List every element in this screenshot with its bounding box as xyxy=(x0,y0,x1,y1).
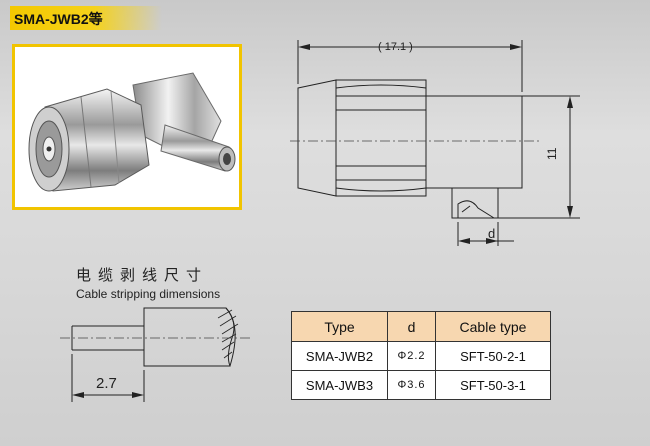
table-row: SMA-JWB2 Φ2.2 SFT-50-2-1 xyxy=(291,341,551,371)
header-d: d xyxy=(387,311,436,342)
page-title: SMA-JWB2等 xyxy=(14,11,103,27)
title-highlight-bar xyxy=(10,6,162,30)
cell-d: Φ2.2 xyxy=(387,341,436,371)
d-dimension-label: d xyxy=(488,226,495,241)
product-photo xyxy=(12,44,242,210)
cell-type: SMA-JWB3 xyxy=(291,370,388,400)
table-row: SMA-JWB3 Φ3.6 SFT-50-3-1 xyxy=(291,370,551,400)
height-dimension-label: 11 xyxy=(545,147,559,160)
cell-cable-type: SFT-50-3-1 xyxy=(435,370,551,400)
stripping-title-cn: 电缆剥线尺寸 xyxy=(76,266,209,284)
cell-type: SMA-JWB2 xyxy=(291,341,388,371)
cell-cable-type: SFT-50-2-1 xyxy=(435,341,551,371)
overall-length-label: ( 17.1 ) xyxy=(378,41,413,53)
table-header-row: Type d Cable type xyxy=(291,311,551,342)
strip-length-label: 2.7 xyxy=(96,375,117,392)
header-type: Type xyxy=(291,311,388,342)
cell-d: Φ3.6 xyxy=(387,370,436,400)
sma-right-angle-connector-icon xyxy=(28,72,236,192)
spec-table: Type d Cable type SMA-JWB2 Φ2.2 SFT-50-2… xyxy=(291,311,551,400)
header-cable-type: Cable type xyxy=(435,311,551,342)
stripping-title-en: Cable stripping dimensions xyxy=(76,287,221,301)
